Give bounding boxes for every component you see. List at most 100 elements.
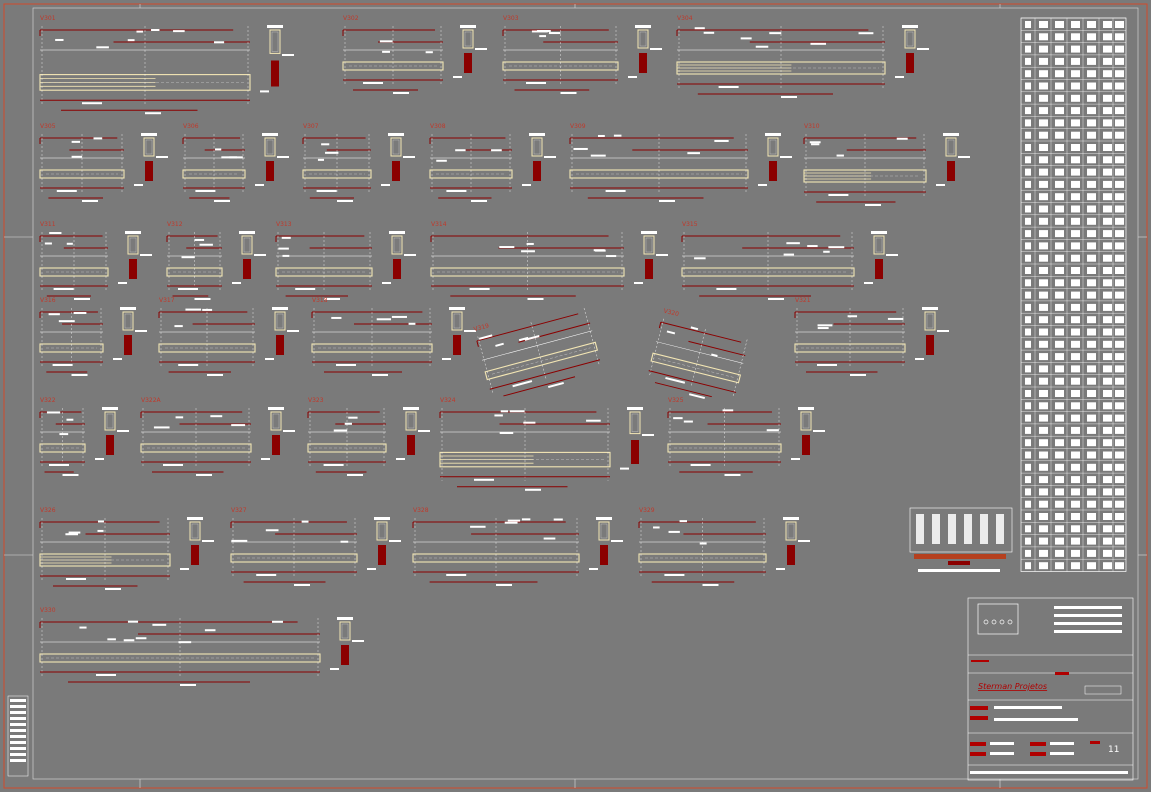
table-cell [1087, 390, 1096, 397]
table-cell [1071, 291, 1080, 299]
table-cell [1055, 131, 1064, 139]
table-cell [1103, 365, 1112, 373]
table-cell [1103, 279, 1112, 287]
section-note [864, 282, 873, 284]
annotation-mark [231, 539, 248, 542]
annotation-mark [605, 190, 626, 192]
revision-row [10, 699, 26, 702]
table-cell [1055, 217, 1064, 225]
beam-detail-v329: V329 [638, 507, 810, 586]
cross-section [405, 411, 417, 431]
annotation-mark [499, 431, 514, 434]
section-fill [378, 545, 386, 565]
section-note [117, 430, 129, 432]
beam-label: V325 [668, 397, 684, 404]
table-cell [1103, 57, 1112, 65]
annotation-mark [46, 411, 61, 414]
annotation-mark [811, 143, 820, 146]
annotation-mark [382, 50, 390, 53]
stirrup [271, 31, 279, 52]
annotation-mark [679, 520, 687, 523]
table-cell [1115, 537, 1124, 545]
table-cell [1055, 82, 1064, 90]
annotation-mark [282, 254, 290, 257]
beam-detail-v318: V318 [311, 297, 476, 376]
table-cell [1055, 57, 1064, 65]
annotation-mark [316, 190, 337, 192]
table-cell [1115, 525, 1124, 533]
annotation-mark [204, 629, 216, 632]
support-axis [649, 318, 664, 376]
beam-detail-v322a: V322A [140, 397, 295, 476]
annotation-mark [337, 200, 353, 202]
beam-label: V306 [183, 123, 199, 130]
bottom-rebar [654, 382, 712, 398]
titleblock-mark [970, 716, 988, 720]
table-cell [1087, 279, 1096, 287]
annotation-mark [828, 246, 845, 249]
section-fill [129, 259, 137, 279]
annotation-mark [478, 334, 493, 340]
section-note [634, 282, 643, 284]
table-cell [1115, 230, 1124, 238]
cross-section [800, 411, 812, 431]
table-cell [1103, 402, 1112, 410]
table-cell [1103, 549, 1112, 557]
annotation-mark [295, 288, 316, 290]
annotation-mark [71, 374, 88, 376]
table-cell [1025, 33, 1031, 41]
table-cell [1103, 119, 1112, 127]
table-cell [1025, 94, 1031, 102]
beam-label: V308 [430, 123, 446, 130]
table-cell [1115, 107, 1124, 115]
table-cell [1039, 193, 1048, 201]
section-note [895, 76, 904, 78]
annotation-mark [53, 288, 74, 290]
table-cell [1115, 513, 1124, 520]
section-note [620, 467, 629, 470]
table-cell [1115, 94, 1124, 102]
beam-detail-v316: V316 [39, 297, 147, 376]
section-note [260, 90, 269, 93]
table-cell [1103, 488, 1112, 496]
section-note [628, 76, 637, 78]
stirrup [393, 237, 401, 253]
table-cell [1055, 353, 1064, 361]
table-cell [1071, 279, 1080, 287]
annotation-mark [325, 151, 339, 154]
cross-section [767, 137, 779, 157]
table-cell [1039, 242, 1048, 250]
annotation-mark [363, 82, 383, 84]
annotation-mark [174, 325, 183, 328]
section-title [871, 231, 887, 234]
section-title [141, 133, 157, 136]
rebar-table [7, 17, 1127, 777]
annotation-mark [214, 200, 230, 202]
stirrup [769, 139, 777, 155]
table-cell [1071, 525, 1080, 533]
annotation-mark [152, 623, 167, 626]
section-title [268, 407, 284, 410]
cross-section [269, 29, 281, 54]
table-cell [1071, 439, 1080, 447]
beam-label: V311 [40, 221, 56, 228]
table-cell [1103, 217, 1112, 225]
titleblock-field-label [970, 742, 986, 746]
section-note [589, 568, 598, 570]
annotation-mark [71, 155, 83, 158]
stirrup-line [491, 347, 591, 375]
annotation-mark [755, 45, 769, 48]
table-cell [1103, 45, 1112, 53]
annotation-mark [65, 533, 79, 536]
table-cell [1103, 291, 1112, 299]
note-line [1054, 606, 1122, 609]
section-title [627, 407, 643, 410]
table-cell [1025, 217, 1031, 225]
annotation-mark [828, 194, 849, 196]
table-cell [1025, 242, 1031, 250]
stirrup [453, 313, 461, 329]
annotation-mark [786, 242, 800, 245]
top-rebar [660, 321, 742, 343]
table-cell [1087, 525, 1096, 533]
